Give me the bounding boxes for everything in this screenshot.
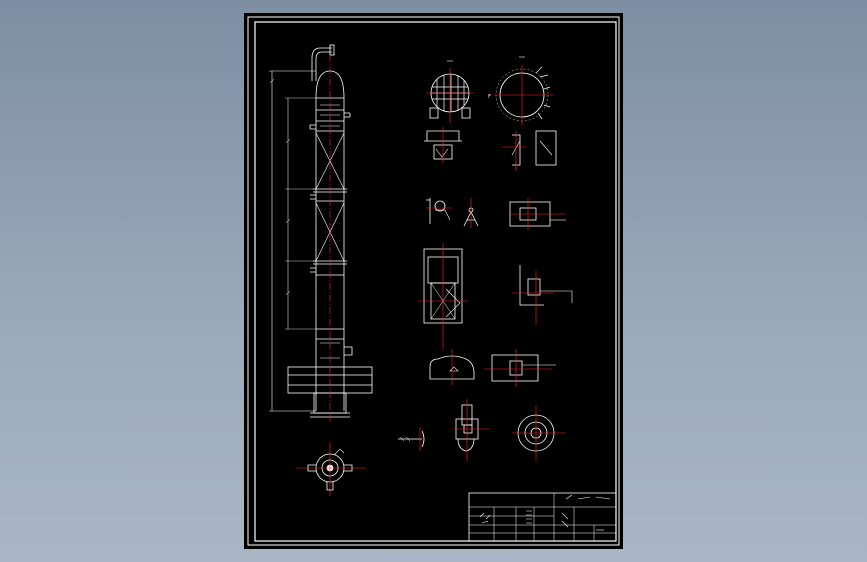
svg-text:F: F xyxy=(488,94,491,100)
outer-frame xyxy=(247,16,620,546)
sight-glass-side[interactable] xyxy=(398,427,425,451)
column-elevation[interactable] xyxy=(269,44,373,423)
flange-circle-view[interactable]: F xyxy=(488,56,554,125)
manway-grid-view[interactable] xyxy=(426,60,474,123)
nozzle-cross[interactable] xyxy=(484,349,556,387)
sheet-background xyxy=(244,13,623,549)
top-outlet-pipe xyxy=(311,47,332,81)
coupling-detail[interactable] xyxy=(454,399,490,461)
title-block[interactable] xyxy=(468,492,617,542)
drawing-sheet: F xyxy=(244,13,623,549)
tray-support-box[interactable] xyxy=(418,243,468,349)
nozzle-angle-detail[interactable] xyxy=(502,130,557,171)
support-bracket-detail[interactable] xyxy=(424,127,462,163)
ring-flange-view[interactable] xyxy=(512,405,566,461)
lug-detail[interactable] xyxy=(509,198,566,230)
pipe-clamp-detail[interactable] xyxy=(426,198,479,228)
manhole-cover[interactable] xyxy=(429,349,475,385)
tray-support-side[interactable] xyxy=(512,265,573,325)
column-top-section[interactable] xyxy=(296,442,366,496)
inner-frame xyxy=(254,21,617,542)
